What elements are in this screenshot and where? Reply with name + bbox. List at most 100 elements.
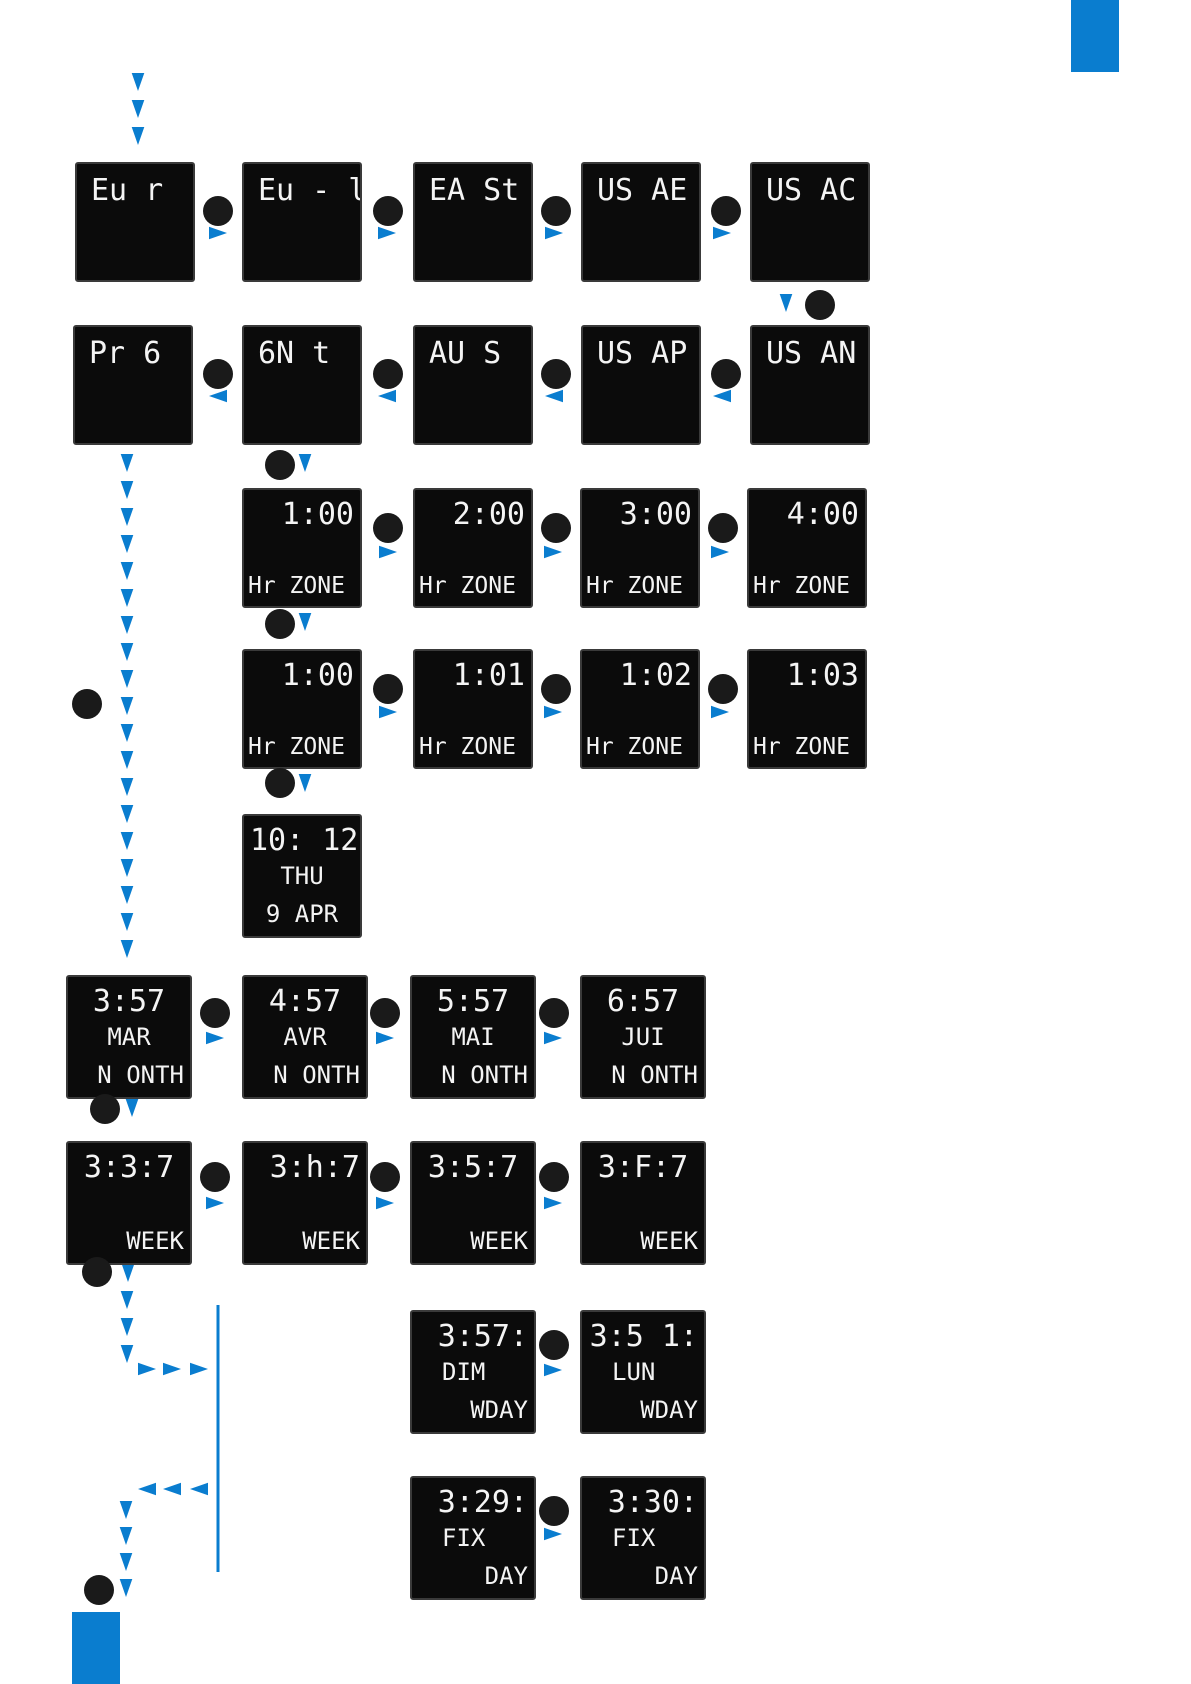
arrow-left	[209, 389, 227, 403]
screen-time: 3:29:	[437, 1485, 528, 1520]
button-dot	[82, 1257, 112, 1287]
screen-time: 3:57:	[437, 1319, 528, 1354]
screen-region-usac: US AC	[750, 162, 870, 282]
screen-month: JUI	[621, 1023, 665, 1051]
clock-date: 9 APR	[265, 900, 339, 928]
screen-time: 1:00	[281, 497, 354, 532]
screen-label: N ONTH	[611, 1061, 698, 1089]
screen-zone-minute-2: 1:01 Hr ZONE	[413, 649, 533, 769]
screen-time: 3:5:7	[427, 1150, 519, 1185]
button-dot	[370, 998, 400, 1028]
button-dot	[373, 674, 403, 704]
page-tab-bottom	[72, 1612, 120, 1684]
button-dot	[541, 674, 571, 704]
button-dot	[265, 768, 295, 798]
screen-week-3: 3:5:7 WEEK	[410, 1141, 536, 1265]
screen-month: MAR	[107, 1023, 151, 1051]
screen-zone-minute-3: 1:02 Hr ZONE	[580, 649, 700, 769]
arrow-down	[120, 805, 134, 823]
arrow-down	[120, 724, 134, 742]
arrow-right	[544, 1363, 562, 1377]
button-dot	[539, 1496, 569, 1526]
arrow-left	[378, 389, 396, 403]
screen-label: DAY	[654, 1562, 698, 1590]
arrow-down	[131, 127, 145, 145]
arrow-down	[120, 535, 134, 553]
arrow-down	[120, 1291, 134, 1309]
arrow-down	[119, 1501, 133, 1519]
arrow-down	[120, 1345, 134, 1363]
arrow-right	[138, 1362, 156, 1376]
screen-label: Hr ZONE	[753, 734, 850, 760]
screen-label: Hr ZONE	[248, 734, 345, 760]
screen-time: 2:00	[452, 497, 525, 532]
screen-zone-hour-3: 3:00 Hr ZONE	[580, 488, 700, 608]
arrow-right	[376, 1031, 394, 1045]
clock-day: THU	[280, 862, 324, 890]
arrow-down	[131, 100, 145, 118]
screen-month-4: 6:57 JUI N ONTH	[580, 975, 706, 1099]
button-dot	[72, 689, 102, 719]
screen-zone-hour-2: 2:00 Hr ZONE	[413, 488, 533, 608]
screen-label: DAY	[484, 1562, 528, 1590]
arrow-down	[121, 1264, 135, 1282]
button-dot	[711, 196, 741, 226]
screen-region-usan: US AN	[750, 325, 870, 445]
arrow-down	[119, 1579, 133, 1597]
arrow-left	[163, 1482, 181, 1496]
screen-time: 3:57	[92, 984, 166, 1019]
arrow-down	[120, 913, 134, 931]
arrow-right	[544, 1196, 562, 1210]
screen-time: 3:h:7	[269, 1150, 360, 1185]
clock-time: 10: 12	[250, 823, 359, 858]
screen-region-eu1: Eu - l	[242, 162, 362, 282]
screen-label: Hr ZONE	[753, 573, 850, 599]
screen-text: 6N t	[258, 336, 331, 371]
screen-fix-2: 3:30: FIX DAY	[580, 1476, 706, 1600]
screen-month-2: 4:57 AVR N ONTH	[242, 975, 368, 1099]
arrow-right	[544, 545, 562, 559]
screen-time: 4:57	[268, 984, 342, 1019]
arrow-down	[120, 778, 134, 796]
arrow-right	[190, 1362, 208, 1376]
arrow-right	[711, 705, 729, 719]
arrow-right	[376, 1196, 394, 1210]
screen-text: US AP	[597, 336, 688, 371]
arrow-down	[298, 613, 312, 631]
button-dot	[373, 513, 403, 543]
screen-time: 3:F:7	[597, 1150, 689, 1185]
arrow-down	[779, 294, 793, 312]
screen-label: Hr ZONE	[248, 573, 345, 599]
screen-zone-minute-1: 1:00 Hr ZONE	[242, 649, 362, 769]
arrow-down	[120, 886, 134, 904]
screen-label: Hr ZONE	[586, 573, 683, 599]
arrow-down	[120, 562, 134, 580]
button-dot	[711, 359, 741, 389]
arrow-right	[711, 545, 729, 559]
screen-text: AU S	[429, 336, 502, 371]
screen-week-1: 3:3:7 WEEK	[66, 1141, 192, 1265]
screen-wday-1: 3:57: DIM WDAY	[410, 1310, 536, 1434]
screen-label: WDAY	[470, 1396, 528, 1424]
arrow-down	[298, 454, 312, 472]
button-dot	[265, 609, 295, 639]
screen-label: WEEK	[126, 1227, 184, 1255]
screen-month: MAI	[451, 1023, 495, 1051]
screen-label: WEEK	[302, 1227, 360, 1255]
button-dot	[200, 1162, 230, 1192]
arrow-down	[120, 616, 134, 634]
screen-label: N ONTH	[441, 1061, 528, 1089]
screen-time: 6:57	[606, 984, 680, 1019]
screen-zone-hour-4: 4:00 Hr ZONE	[747, 488, 867, 608]
screen-wday-2: 3:5 1: LUN WDAY	[580, 1310, 706, 1434]
arrow-down	[119, 1527, 133, 1545]
button-dot	[84, 1575, 114, 1605]
arrow-down	[120, 670, 134, 688]
screen-time: 1:03	[786, 658, 859, 693]
arrow-down	[120, 832, 134, 850]
arrow-down	[120, 589, 134, 607]
screen-label: N ONTH	[273, 1061, 360, 1089]
arrow-right	[545, 226, 563, 240]
screen-text: US AN	[766, 336, 857, 371]
arrow-down	[120, 859, 134, 877]
